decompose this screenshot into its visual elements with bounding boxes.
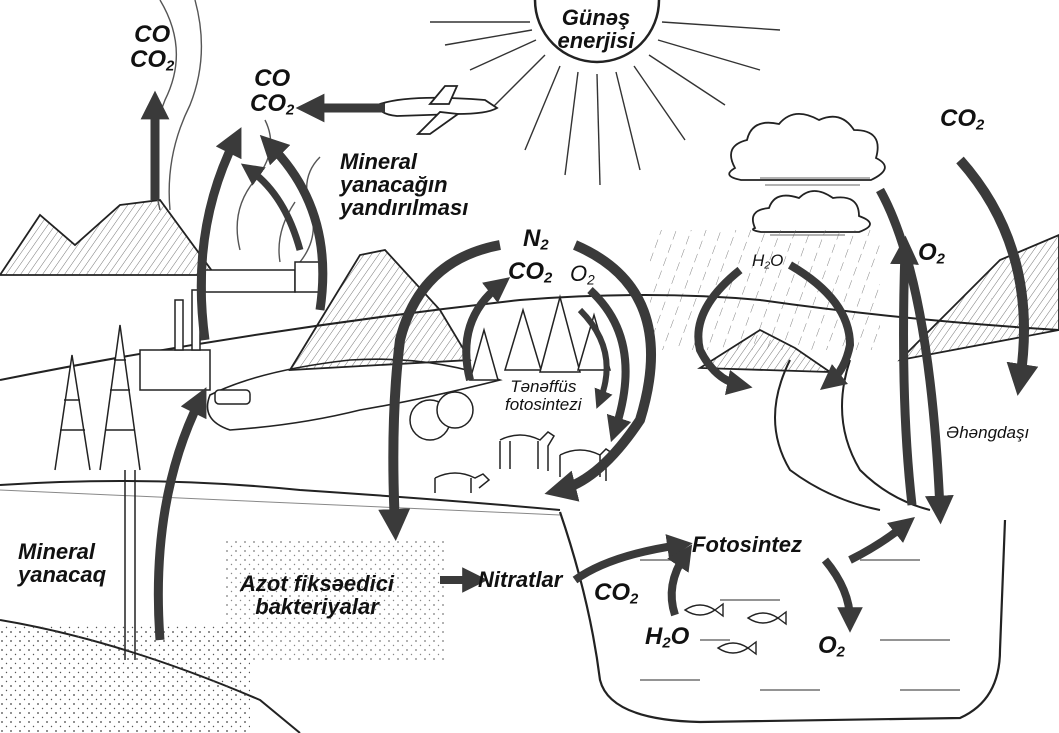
plane-co2-sub: 2 <box>286 103 294 119</box>
sun-label: Günəş enerjisi <box>553 6 639 52</box>
plane-co2: CO2 <box>250 91 294 119</box>
nitrogen-bacteria-label: Azot fiksəedici bakteriyalar <box>240 572 394 618</box>
sky-co2-base: CO <box>940 105 976 132</box>
arrow-photo-o2 <box>825 560 850 620</box>
water-o2-base: O <box>818 632 837 659</box>
respiration-line1: Tənəffüs <box>505 378 582 396</box>
sky-co2-label: CO2 <box>940 106 984 134</box>
arrow-h2o-up <box>672 555 685 615</box>
water-h2o-tail: O <box>671 623 690 650</box>
volcano-co2: CO2 <box>130 47 174 75</box>
fuel-burning-line1: Mineral <box>340 150 468 173</box>
mineral-fuel-label: Mineral yanacaq <box>18 540 106 586</box>
limestone-label: Əhəngdaşı <box>946 424 1029 442</box>
fish <box>685 604 786 654</box>
water-o2-sub: 2 <box>837 645 845 661</box>
volcano-gases-label: CO CO2 <box>130 22 174 76</box>
water-co2-label: CO2 <box>594 580 638 608</box>
right-o2-sub: 2 <box>937 252 945 268</box>
sun-label-line1: Günəş <box>553 6 639 29</box>
volcano-co2-base: CO <box>130 46 166 73</box>
plane-gases-label: CO CO2 <box>250 66 294 120</box>
smoke <box>154 0 320 262</box>
right-o2-label: O2 <box>918 240 945 268</box>
arrow-nitrates-lake <box>575 545 680 580</box>
rain-h2o-label: H2O <box>752 252 783 272</box>
rain-h2o-base: H <box>752 251 764 270</box>
mineral-fuel-line1: Mineral <box>18 540 106 563</box>
forest-co2-base: CO <box>508 258 544 285</box>
nitrates-label: Nitratlar <box>478 568 562 591</box>
right-o2-base: O <box>918 239 937 266</box>
airplane <box>380 86 497 134</box>
photosynthesis-label: Fotosintez <box>692 533 802 556</box>
arrow-mineral-up <box>158 400 200 640</box>
respiration-label: Tənəffüs fotosintezi <box>505 378 582 414</box>
water-co2-sub: 2 <box>630 592 638 608</box>
forest-n2-label: N2 <box>523 226 549 254</box>
rain-h2o-tail: O <box>770 251 783 270</box>
volcano-co: CO <box>130 22 174 47</box>
arrow-fuel-loop-2 <box>250 170 300 250</box>
forest-n2-base: N <box>523 225 540 252</box>
fuel-burning-label: Mineral yanacağın yandırılması <box>340 150 468 219</box>
water-h2o-base: H <box>645 623 662 650</box>
respiration-line2: fotosintezi <box>505 396 582 414</box>
plane-co: CO <box>250 66 294 91</box>
water-o2-label: O2 <box>818 633 845 661</box>
arrow-lake-up-right <box>850 525 905 560</box>
sky-co2-sub: 2 <box>976 118 984 134</box>
sun-label-line2: enerjisi <box>553 29 639 52</box>
water-h2o-label: H2O <box>645 624 689 652</box>
nitrogen-bacteria-line2: bakteriyalar <box>240 595 394 618</box>
forest-co2-label: CO2 <box>508 259 552 287</box>
nitrogen-bacteria-line1: Azot fiksəedici <box>240 572 394 595</box>
water-co2-base: CO <box>594 579 630 606</box>
forest-n2-sub: 2 <box>540 238 548 254</box>
mineral-fuel-line2: yanacaq <box>18 563 106 586</box>
fuel-burning-line3: yandırılması <box>340 196 468 219</box>
forest-o2-sub: 2 <box>587 272 595 287</box>
clouds <box>729 114 885 235</box>
volcano-co2-sub: 2 <box>166 59 174 75</box>
forest-o2-label: O2 <box>570 262 595 288</box>
plane-co2-base: CO <box>250 90 286 117</box>
forest-o2-base: O <box>570 261 587 286</box>
forest-co2-sub: 2 <box>544 271 552 287</box>
water-h2o-sub: 2 <box>662 636 670 652</box>
arrow-fuel-up-left <box>201 140 235 340</box>
fuel-burning-line2: yanacağın <box>340 173 468 196</box>
